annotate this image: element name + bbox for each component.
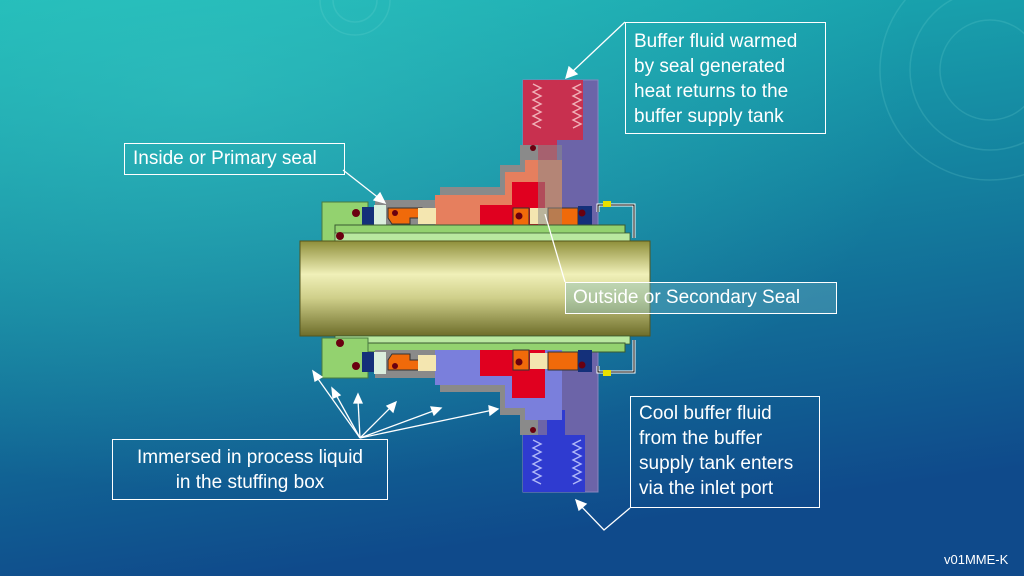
label-line: in the stuffing box	[175, 472, 325, 493]
decorative-circles	[319, 0, 1024, 181]
buffer-housing	[522, 79, 599, 493]
label-cool-buffer-inlet: Cool buffer fluid from the buffer supply…	[630, 396, 820, 508]
inlet-port-thread	[531, 439, 583, 485]
lower-seal-assembly	[321, 335, 636, 435]
outlet-port-thread	[531, 83, 583, 129]
label-secondary-seal: Outside or Secondary Seal	[565, 282, 837, 314]
label-line: via the inlet port	[639, 478, 774, 499]
label-line: heat returns to the	[634, 81, 789, 102]
label-line: Cool buffer fluid	[639, 403, 772, 424]
label-line: Inside or Primary seal	[133, 148, 317, 169]
label-line: Buffer fluid warmed	[634, 31, 798, 52]
shaft	[299, 240, 651, 337]
upper-seal-assembly	[321, 145, 636, 243]
callout-arrows	[312, 21, 631, 531]
label-line: Outside or Secondary Seal	[573, 287, 801, 308]
label-primary-seal: Inside or Primary seal	[124, 143, 345, 175]
label-buffer-warm-return: Buffer fluid warmed by seal generated he…	[625, 22, 826, 134]
label-line: supply tank enters	[639, 453, 794, 474]
label-line: by seal generated	[634, 56, 786, 77]
label-line: Immersed in process liquid	[137, 447, 363, 468]
label-line: buffer supply tank	[634, 106, 784, 127]
label-immersed-process-liquid: Immersed in process liquid in the stuffi…	[112, 439, 388, 500]
version-tag: v01MME-K	[944, 552, 1009, 567]
label-line: from the buffer	[639, 428, 763, 449]
